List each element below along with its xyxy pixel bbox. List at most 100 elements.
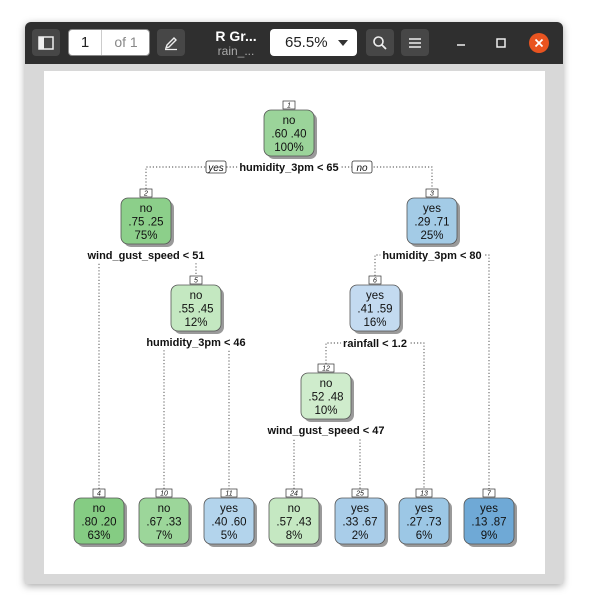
- node-probabilities: .29 .71: [414, 217, 449, 229]
- zoom-value: 65.5%: [285, 34, 328, 51]
- node-id-label: 10: [160, 491, 168, 498]
- node-class-label: yes: [423, 203, 441, 215]
- tree-edge-12: [293, 429, 361, 489]
- node-probabilities: .55 .45: [178, 304, 213, 316]
- chevron-down-icon: [338, 40, 348, 46]
- header-bar: 1 of 1 R Gr... rain_... 65.5%: [25, 22, 563, 64]
- close-icon: [534, 38, 544, 48]
- node-class-label: no: [140, 203, 153, 215]
- node-box: [170, 284, 222, 332]
- pdf-viewer-window: 1 of 1 R Gr... rain_... 65.5%: [25, 22, 563, 584]
- split-rule-6: rainfall < 1.2: [341, 337, 409, 351]
- branch-no-label: no: [351, 160, 373, 174]
- split-label: humidity_3pm < 65: [239, 162, 338, 174]
- node-box: [349, 284, 401, 332]
- node-percent: 16%: [363, 317, 386, 329]
- node-id-label: 5: [194, 278, 198, 285]
- node-box: [138, 497, 190, 545]
- node-percent: 5%: [221, 530, 238, 542]
- window-title: R Gr...: [215, 28, 257, 44]
- node-id-label: 11: [225, 491, 232, 498]
- node-probabilities: .67 .33: [146, 517, 181, 529]
- node-id-label: 12: [322, 366, 330, 373]
- pdf-page: humidity_3pm < 65 wind_gust_speed < 51 hum…: [44, 71, 545, 574]
- node-percent: 100%: [274, 142, 303, 154]
- node-probabilities: .75 .25: [128, 217, 163, 229]
- node-class-label: no: [190, 290, 203, 302]
- node-probabilities: .13 .87: [471, 517, 506, 529]
- node-box: [73, 497, 125, 545]
- minimize-button[interactable]: [451, 33, 471, 53]
- split-rule-3: humidity_3pm < 80: [380, 249, 484, 263]
- node-id-label: 4: [97, 491, 101, 498]
- node-percent: 7%: [156, 530, 173, 542]
- search-button[interactable]: [366, 29, 394, 56]
- node-id-label: 1: [287, 103, 291, 110]
- node-class-label: yes: [220, 503, 238, 515]
- node-id-label: 7: [487, 491, 492, 498]
- split-label: wind_gust_speed < 51: [86, 250, 204, 262]
- split-rule-1: humidity_3pm < 65: [237, 161, 341, 175]
- node-class-label: yes: [351, 503, 369, 515]
- node-id-label: 25: [355, 491, 364, 498]
- node-box: [334, 497, 386, 545]
- menu-icon: [409, 37, 421, 48]
- document-view[interactable]: humidity_3pm < 65 wind_gust_speed < 51 hum…: [25, 64, 563, 584]
- maximize-button[interactable]: [491, 33, 511, 53]
- node-box: [120, 197, 172, 245]
- menu-button[interactable]: [401, 29, 429, 56]
- node-probabilities: .33 .67: [342, 517, 377, 529]
- split-rule-5: humidity_3pm < 46: [144, 336, 248, 350]
- split-label: humidity_3pm < 46: [146, 337, 245, 349]
- node-percent: 2%: [352, 530, 369, 542]
- node-probabilities: .52 .48: [308, 392, 343, 404]
- node-box: [398, 497, 450, 545]
- split-label: rainfall < 1.2: [343, 338, 407, 350]
- node-probabilities: .80 .20: [81, 517, 116, 529]
- decision-tree-plot: humidity_3pm < 65 wind_gust_speed < 51 hum…: [73, 100, 517, 547]
- split-rule-12: wind_gust_speed < 47: [264, 424, 387, 438]
- node-percent: 25%: [420, 230, 443, 242]
- svg-text:no: no: [356, 163, 368, 174]
- node-percent: 12%: [184, 317, 207, 329]
- node-percent: 75%: [134, 230, 157, 242]
- split-rule-2: wind_gust_speed < 51: [84, 249, 207, 263]
- node-percent: 10%: [314, 405, 337, 417]
- tree-node-24: 24 no .57 .438%: [268, 488, 322, 547]
- annotate-button[interactable]: [157, 29, 185, 56]
- tree-edge-5: [163, 341, 230, 489]
- node-percent: 8%: [286, 530, 303, 542]
- node-id-label: 13: [420, 491, 428, 498]
- node-id-label: 3: [430, 191, 434, 198]
- node-class-label: no: [288, 503, 301, 515]
- node-id-label: 24: [289, 491, 298, 498]
- node-probabilities: .57 .43: [276, 517, 311, 529]
- node-box: [463, 497, 515, 545]
- node-class-label: yes: [415, 503, 433, 515]
- page-number-input[interactable]: 1: [69, 30, 102, 55]
- zoom-select[interactable]: 65.5%: [270, 29, 357, 56]
- node-box: [300, 372, 352, 420]
- split-label: wind_gust_speed < 47: [266, 425, 384, 437]
- page-count-label: of 1: [114, 34, 138, 50]
- node-probabilities: .41 .59: [357, 304, 392, 316]
- node-class-label: yes: [480, 503, 498, 515]
- maximize-icon: [496, 38, 506, 48]
- node-probabilities: .60 .40: [271, 129, 306, 141]
- branch-yes-label: yes: [205, 160, 227, 174]
- close-button[interactable]: [529, 33, 549, 53]
- page-selector[interactable]: 1 of 1: [68, 29, 150, 56]
- sidebar-toggle-button[interactable]: [32, 29, 60, 56]
- node-class-label: no: [320, 378, 333, 390]
- tree-node-10: 10 no .67 .337%: [138, 488, 192, 547]
- svg-text:yes: yes: [207, 163, 224, 174]
- node-class-label: no: [158, 503, 171, 515]
- node-percent: 9%: [481, 530, 498, 542]
